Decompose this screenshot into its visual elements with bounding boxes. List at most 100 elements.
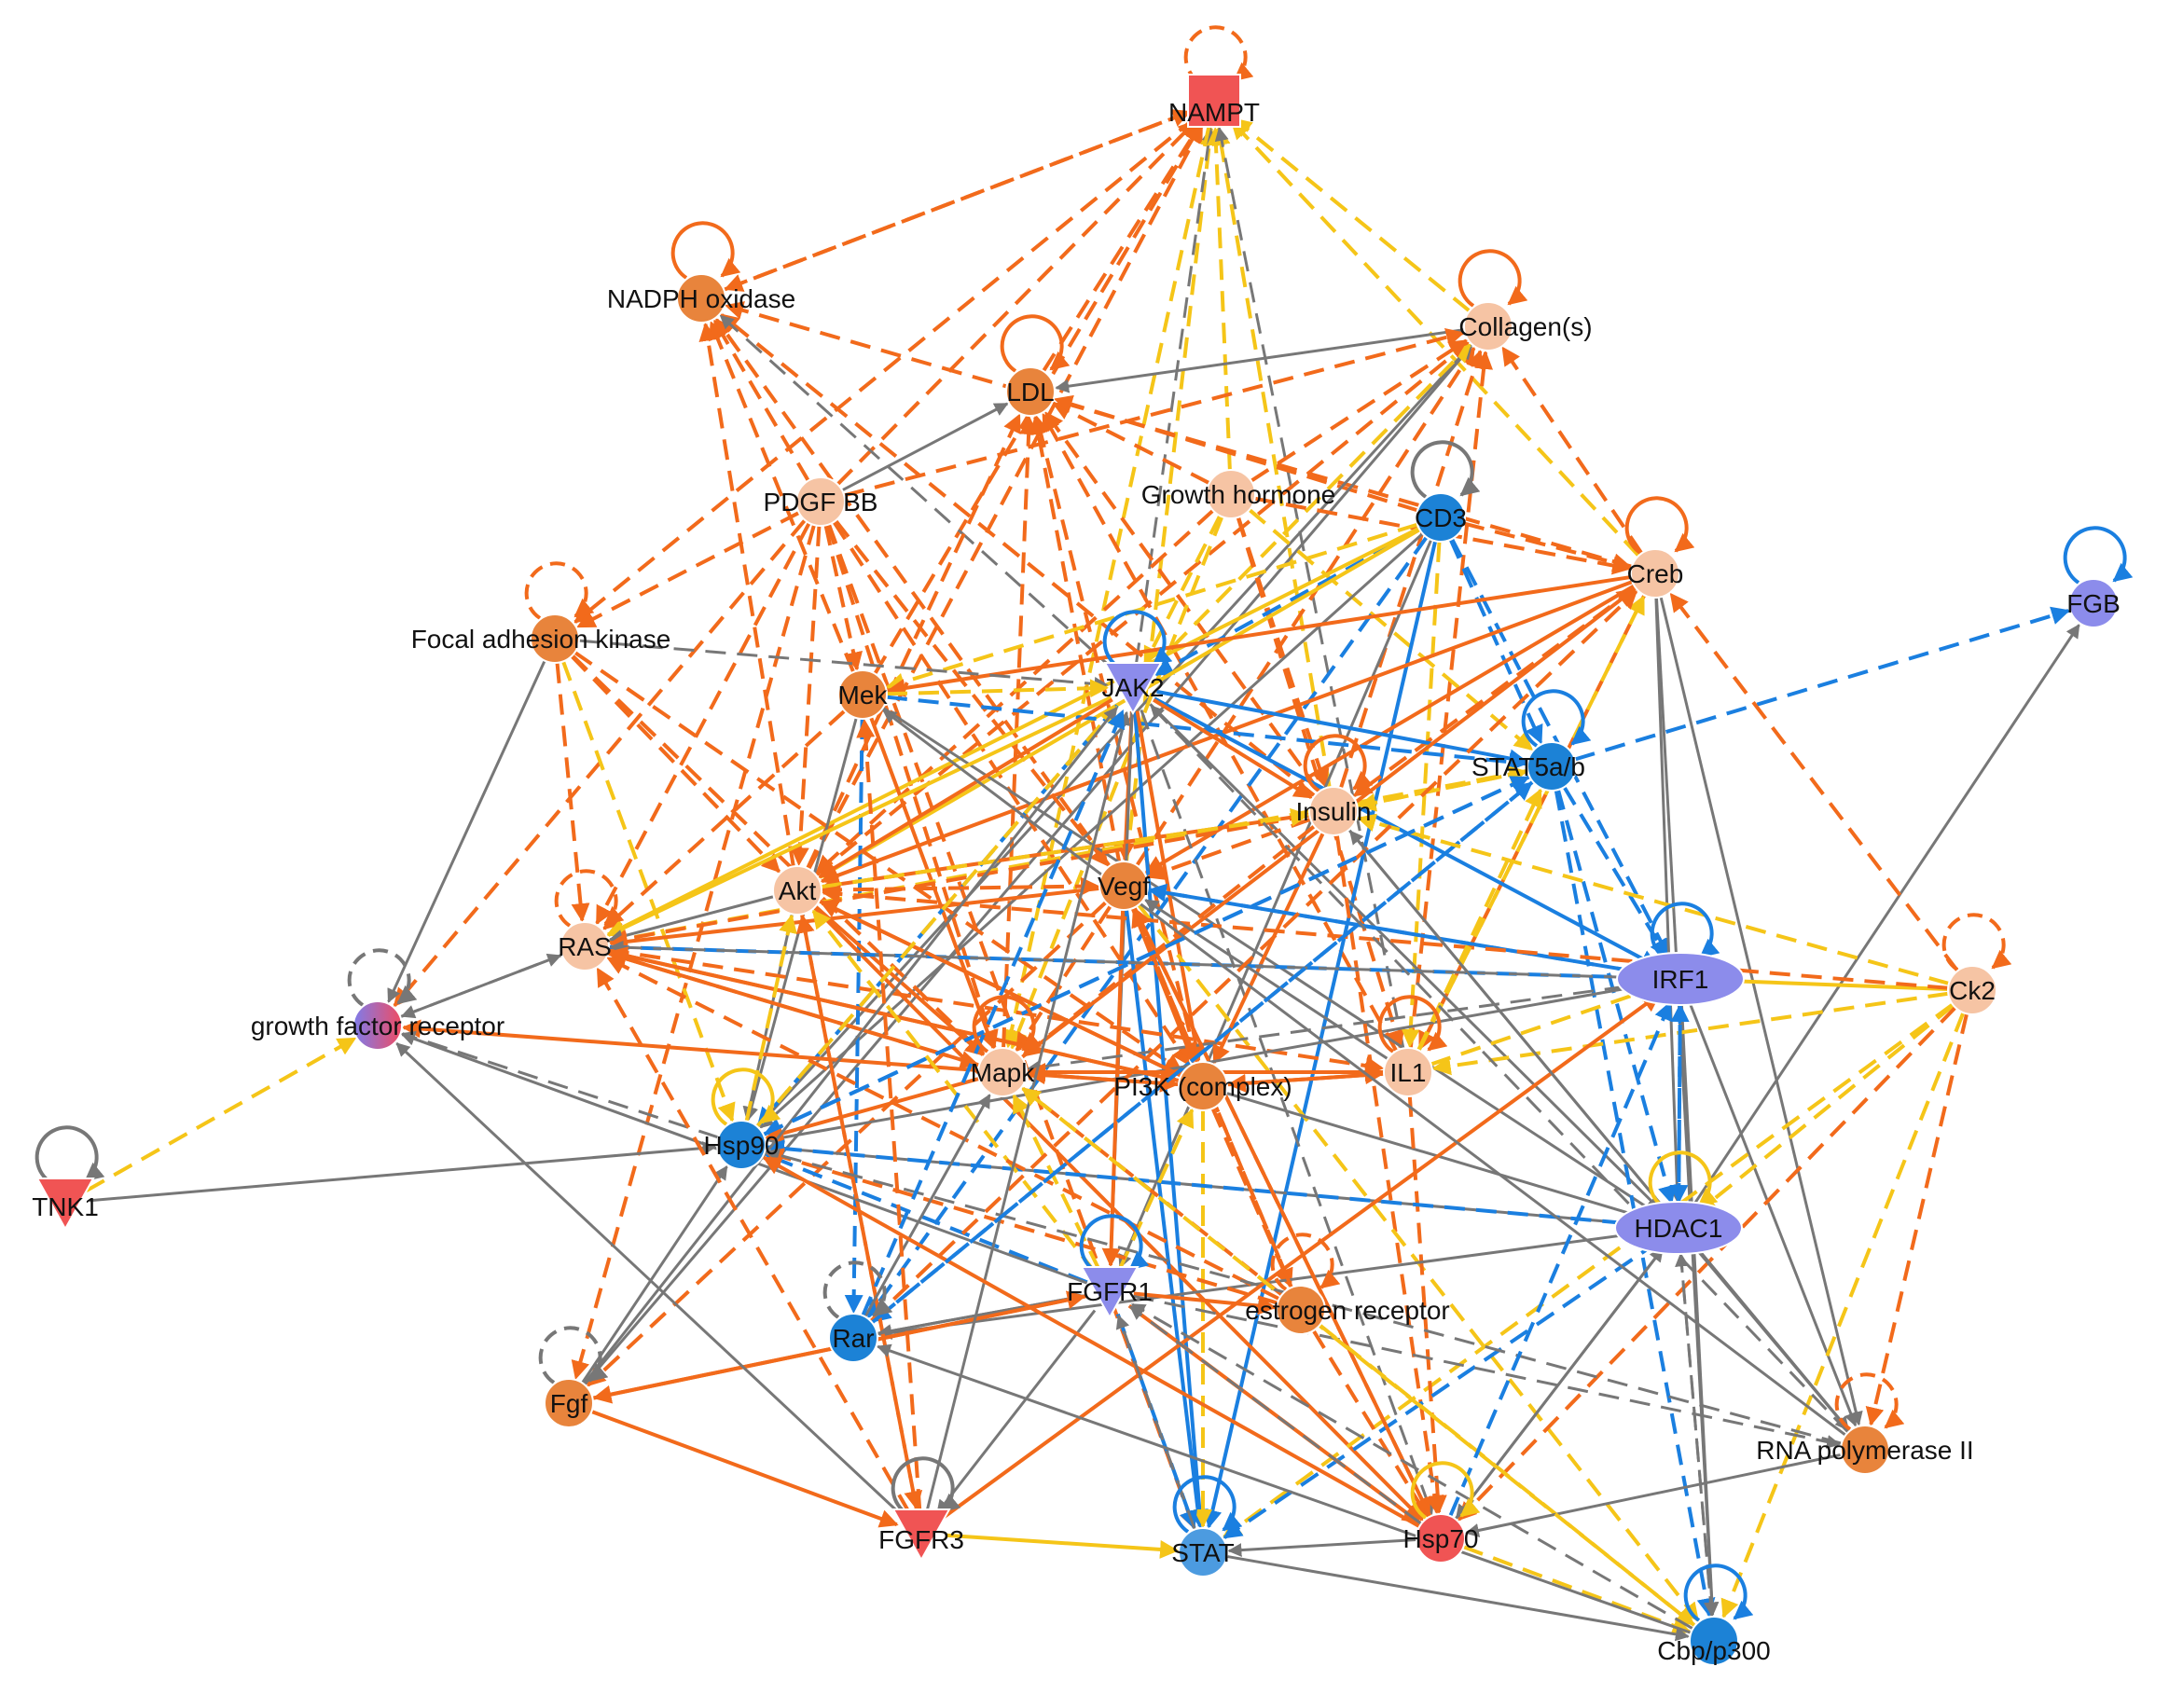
node-FAK[interactable]: Focal adhesion kinase — [411, 613, 671, 664]
node-IRF1[interactable]: IRF1 — [1616, 952, 1745, 1006]
edge-Creb-to-Vegf — [1144, 584, 1636, 875]
node-PDGF[interactable]: PDGF BB — [764, 476, 878, 527]
node-STAT[interactable]: STAT — [1171, 1527, 1235, 1577]
node-shape-Vegf[interactable] — [1098, 861, 1149, 911]
self-loop-Creb — [1624, 496, 1695, 555]
node-Vegf[interactable]: Vegf — [1098, 861, 1150, 911]
node-shape-PDGF[interactable] — [795, 476, 846, 527]
node-Mapk[interactable]: Mapk — [971, 1047, 1035, 1097]
node-Creb[interactable]: Creb — [1627, 548, 1684, 599]
node-shape-JAK2[interactable] — [1103, 662, 1163, 716]
edge-FAK-to-RAS — [555, 662, 590, 923]
node-PI3K[interactable]: PI3K (complex) — [1113, 1061, 1292, 1111]
edge-FGFR1-to-Hsp90 — [764, 1151, 1088, 1285]
node-CD3[interactable]: CD3 — [1415, 492, 1467, 543]
edge-Insulin-to-PI3K — [1212, 832, 1325, 1065]
self-loop-Mapk — [972, 995, 1043, 1054]
node-label-PDGF: PDGF BB — [764, 488, 878, 517]
node-TNK1[interactable]: TNK1 — [32, 1178, 99, 1232]
self-loop-GFR — [347, 948, 418, 1007]
node-shape-STAT5[interactable] — [1527, 741, 1577, 792]
edge-Mek-to-JAK2 — [886, 679, 1110, 698]
edge-Creb-to-RNAP — [1659, 596, 1863, 1426]
self-loop-NAMPT — [1183, 25, 1254, 84]
node-Ck2[interactable]: Ck2 — [1947, 965, 1997, 1015]
node-shape-GFR[interactable] — [352, 1000, 403, 1051]
node-HDAC1[interactable]: HDAC1 — [1614, 1201, 1743, 1255]
edge-IRF1-to-Hsp90 — [766, 982, 1657, 1146]
node-shape-Insulin[interactable] — [1308, 786, 1359, 836]
edge-JAK2-to-NAMPT — [1135, 127, 1216, 664]
node-shape-IRF1[interactable] — [1616, 952, 1745, 1006]
node-shape-Akt[interactable] — [772, 865, 822, 916]
node-FGFR1[interactable]: FGFR1 — [1067, 1266, 1153, 1320]
node-Rar[interactable]: Rar — [828, 1313, 878, 1363]
node-shape-FGFR3[interactable] — [891, 1508, 951, 1563]
node-Cbp[interactable]: Cbp/p300 — [1657, 1616, 1771, 1666]
self-loop-RAS — [554, 869, 625, 928]
edge-Vegf-to-LDL — [1029, 415, 1122, 862]
node-label-IL1: IL1 — [1390, 1058, 1427, 1087]
node-IL1[interactable]: IL1 — [1383, 1047, 1433, 1097]
node-shape-NAMPT[interactable] — [1187, 74, 1241, 128]
node-shape-LDL[interactable] — [1005, 366, 1056, 417]
node-shape-RAS[interactable] — [560, 921, 610, 971]
node-Akt[interactable]: Akt — [772, 865, 822, 916]
node-shape-Creb[interactable] — [1630, 548, 1680, 599]
node-shape-HDAC1[interactable] — [1614, 1201, 1743, 1255]
node-Hsp90[interactable]: Hsp90 — [704, 1120, 780, 1170]
node-STAT5[interactable]: STAT5a/b — [1471, 741, 1585, 792]
node-shape-PI3K[interactable] — [1178, 1061, 1228, 1111]
node-shape-TNK1[interactable] — [35, 1178, 95, 1232]
node-FGB[interactable]: FGB — [2066, 578, 2121, 628]
node-Mek[interactable]: Mek — [837, 669, 889, 720]
node-GFR[interactable]: growth factor receptor — [251, 1000, 504, 1051]
node-shape-Hsp90[interactable] — [716, 1120, 767, 1170]
node-LDL[interactable]: LDL — [1005, 366, 1056, 417]
node-shape-Fgf[interactable] — [544, 1378, 594, 1428]
node-GH[interactable]: Growth hormone — [1141, 469, 1336, 519]
node-Collagen[interactable]: Collagen(s) — [1458, 301, 1593, 351]
node-label-Hsp70: Hsp70 — [1403, 1524, 1479, 1553]
node-ER[interactable]: estrogen receptor — [1245, 1285, 1450, 1335]
node-shape-Mek[interactable] — [837, 669, 888, 720]
edge-PDGF-to-NAMPT — [836, 119, 1197, 486]
node-JAK2[interactable]: JAK2 — [1102, 662, 1165, 716]
self-loop-Ck2 — [1941, 913, 2012, 971]
edge-Vegf-to-STAT — [1125, 909, 1208, 1529]
edge-HDAC1-to-STAT — [1223, 1240, 1660, 1539]
node-FGFR3[interactable]: FGFR3 — [878, 1508, 964, 1563]
node-shape-ER[interactable] — [1276, 1285, 1326, 1335]
edge-Hsp70-to-FGFR1 — [1129, 1305, 1423, 1525]
node-Insulin[interactable]: Insulin — [1296, 786, 1372, 836]
node-shape-FGB[interactable] — [2068, 578, 2119, 628]
node-shape-IL1[interactable] — [1383, 1047, 1433, 1097]
node-NAMPT[interactable]: NAMPT — [1168, 74, 1260, 128]
edge-CD3-to-IL1 — [1401, 541, 1442, 1049]
node-shape-Hsp70[interactable] — [1416, 1513, 1466, 1563]
node-shape-GH[interactable] — [1206, 469, 1256, 519]
node-shape-STAT[interactable] — [1178, 1527, 1228, 1577]
node-shape-Rar[interactable] — [828, 1313, 878, 1363]
node-shape-Collagen[interactable] — [1463, 301, 1513, 351]
edge-PI3K-to-ER — [1210, 1108, 1292, 1288]
node-shape-Ck2[interactable] — [1947, 965, 1997, 1015]
node-Hsp70[interactable]: Hsp70 — [1403, 1513, 1479, 1563]
node-shape-NADPH[interactable] — [676, 273, 726, 324]
edge-JAK2-to-PI3K — [1135, 710, 1205, 1063]
node-shape-CD3[interactable] — [1416, 492, 1466, 543]
edge-Ck2-to-STAT — [1222, 1002, 1955, 1539]
node-NADPH[interactable]: NADPH oxidase — [607, 273, 795, 324]
node-shape-FGFR1[interactable] — [1080, 1266, 1140, 1320]
self-loop-FGFR3 — [891, 1456, 961, 1515]
edge-Akt-to-Hsp70 — [812, 906, 1424, 1522]
node-shape-FAK[interactable] — [530, 613, 580, 664]
node-RAS[interactable]: RAS — [558, 921, 612, 971]
node-Fgf[interactable]: Fgf — [544, 1378, 594, 1428]
node-shape-RNAP[interactable] — [1840, 1425, 1890, 1475]
node-shape-Cbp[interactable] — [1689, 1616, 1739, 1666]
node-shape-Mapk[interactable] — [977, 1047, 1028, 1097]
edge-Ck2-to-RNAP — [1865, 1012, 1969, 1426]
node-RNAP[interactable]: RNA polymerase II — [1756, 1425, 1974, 1475]
edge-JAK2-to-Insulin — [1153, 697, 1313, 799]
